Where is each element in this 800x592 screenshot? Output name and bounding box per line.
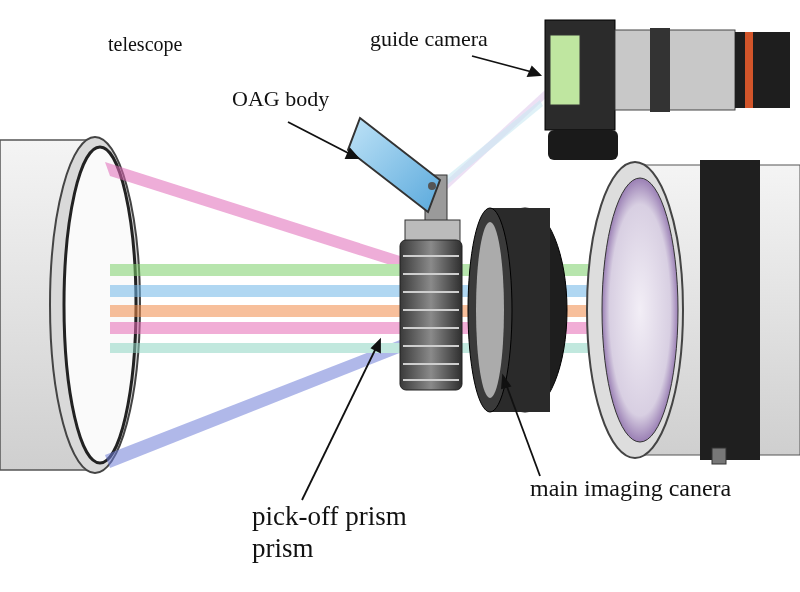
camera-rim	[587, 162, 683, 458]
arrowhead	[502, 376, 510, 388]
leader-line	[302, 348, 376, 500]
main-camera	[587, 160, 800, 464]
camera-band	[700, 160, 760, 460]
guide-cam-window	[550, 35, 580, 105]
part-label: pick-off prism prism	[252, 500, 427, 565]
arrowhead	[372, 340, 380, 352]
part-label: guide camera	[370, 26, 570, 52]
leader-line	[472, 56, 532, 72]
oag-collar	[405, 220, 460, 242]
ray	[105, 162, 400, 268]
arrowhead	[528, 67, 540, 76]
guide-lens-ring	[745, 32, 753, 108]
guide-lens-barrel	[615, 30, 735, 110]
ray	[105, 340, 402, 468]
guide-camera	[545, 20, 790, 160]
leader-line	[506, 384, 540, 476]
ray	[432, 100, 543, 194]
guide-cam-mount	[548, 130, 618, 160]
arrowhead	[346, 149, 358, 158]
light-rays	[105, 90, 630, 468]
oag-thread	[400, 240, 462, 390]
adapter-ring	[468, 208, 567, 412]
knob	[712, 448, 726, 464]
part-label: main imaging canera	[530, 474, 800, 503]
guide-cam-body	[545, 20, 615, 130]
pick-off-mirror	[348, 118, 440, 212]
part-label: OAG body	[232, 86, 392, 112]
oag-body	[348, 118, 462, 390]
ring-front	[468, 208, 512, 412]
part-label: telescope	[108, 32, 308, 56]
screw	[428, 182, 436, 190]
ring-hole	[476, 222, 504, 398]
leader-line	[288, 122, 350, 154]
leader-lines	[288, 56, 540, 500]
thread-lines	[403, 256, 459, 380]
guide-lens-grip	[650, 28, 670, 112]
camera-lens	[602, 178, 678, 442]
guide-lens-front	[735, 32, 790, 108]
